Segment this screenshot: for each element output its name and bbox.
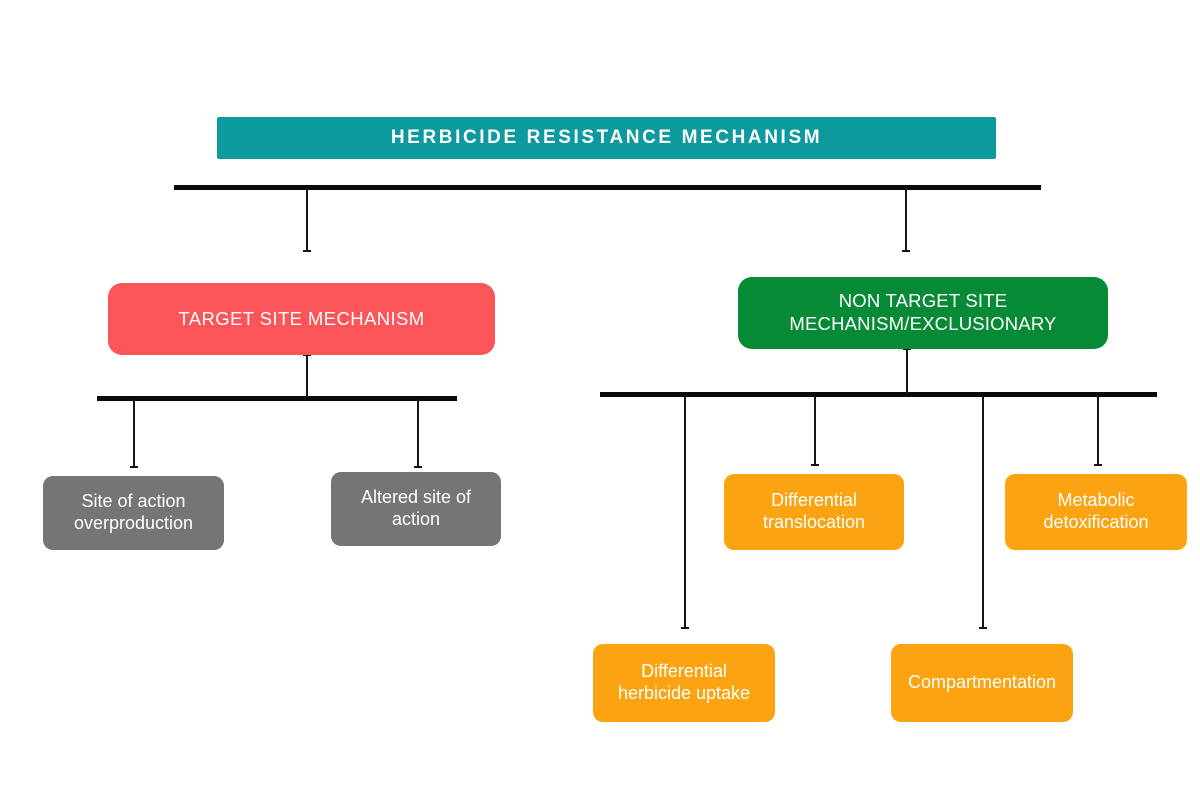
- connector-trunk-target-site: [97, 396, 457, 401]
- leaf-node-label-compartmentation: Compartmentation: [907, 672, 1057, 693]
- leaf-node-differential-herbicide-uptake: Differential herbicide uptake: [593, 644, 775, 722]
- leaf-node-metabolic-detoxification: Metabolic detoxification: [1005, 474, 1187, 550]
- leaf-node-differential-translocation: Differential translocation: [724, 474, 904, 550]
- branch-node-label-target-site-mechanism: TARGET SITE MECHANISM: [178, 307, 425, 329]
- connector-trunk-non-target-site: [600, 392, 1157, 397]
- leaf-node-label-differential-translocation: Differential translocation: [762, 490, 866, 532]
- leaf-node-label-metabolic-detoxification: Metabolic detoxification: [1043, 490, 1149, 532]
- connector-root-to-target-site: [303, 188, 311, 252]
- branch-node-target-site-mechanism: TARGET SITE MECHANISM: [108, 283, 495, 355]
- connector-to-compartmentation: [979, 395, 987, 629]
- root-node-label: HERBICIDE RESISTANCE MECHANISM: [390, 127, 823, 149]
- root-node-herbicide-resistance-mechanism: HERBICIDE RESISTANCE MECHANISM: [217, 117, 996, 159]
- leaf-node-label-site-of-action-overproduction: Site of action overproduction: [73, 491, 194, 533]
- connector-to-altered-site-of-action: [414, 399, 422, 468]
- connector-to-differential-herbicide-uptake: [681, 395, 689, 629]
- connector-to-metabolic-detoxification: [1094, 395, 1102, 466]
- connector-to-site-of-action-overproduction: [130, 399, 138, 468]
- connector-to-differential-translocation: [811, 395, 819, 466]
- connector-root-to-non-target-site: [902, 188, 910, 252]
- leaf-node-label-altered-site-of-action: Altered site of action: [360, 487, 472, 529]
- connector-trunk-root: [174, 185, 1041, 190]
- leaf-node-altered-site-of-action: Altered site of action: [331, 472, 501, 546]
- leaf-node-label-differential-herbicide-uptake: Differential herbicide uptake: [617, 661, 751, 703]
- leaf-node-compartmentation: Compartmentation: [891, 644, 1073, 722]
- branch-node-non-target-site-mechanism: NON TARGET SITE MECHANISM/EXCLUSIONARY: [738, 277, 1108, 349]
- leaf-node-site-of-action-overproduction: Site of action overproduction: [43, 476, 224, 550]
- connector-target-site-to-trunk: [303, 354, 311, 398]
- branch-node-label-non-target-site-mechanism: NON TARGET SITE MECHANISM/EXCLUSIONARY: [789, 290, 1057, 334]
- connector-non-target-site-to-trunk: [903, 348, 911, 394]
